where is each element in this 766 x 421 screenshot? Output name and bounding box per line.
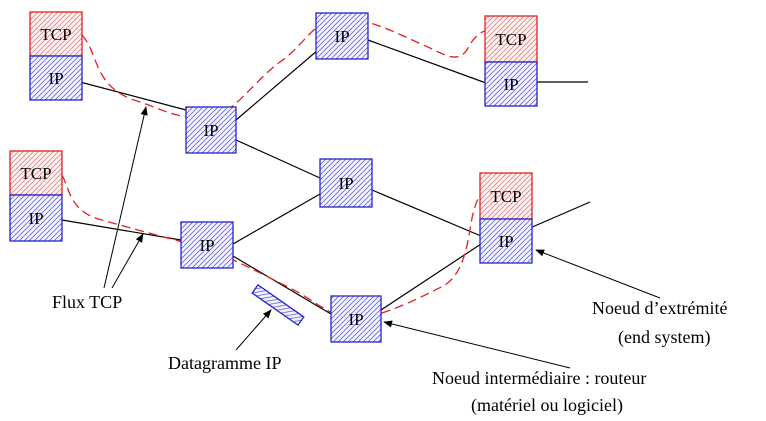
link-host2-r4: [61, 219, 182, 241]
annotation-arrows: [103, 106, 661, 369]
host3-ip-label: IP: [503, 75, 518, 94]
router-1-box: [185, 106, 237, 154]
link-r2-host3: [367, 39, 487, 84]
router-1-label: IP: [203, 121, 218, 140]
host2-tcp-label: TCP: [20, 164, 51, 183]
arrow-end-system: [535, 249, 661, 299]
link-r4-r5: [232, 255, 332, 315]
host1-tcp-label: TCP: [40, 25, 71, 44]
router-3-label: IP: [338, 174, 353, 193]
router-3-box: [319, 158, 373, 208]
label-datagramme-ip: Datagramme IP: [168, 353, 281, 373]
host3-ip-box: [484, 61, 538, 107]
label-router-line1: Noeud intermédiaire : routeur: [432, 368, 646, 388]
tcp-flows: [61, 17, 499, 319]
host4-tcp-box: [479, 172, 533, 220]
host4-ip-box: [479, 218, 533, 264]
ip-datagram: [251, 283, 305, 327]
host1-tcp-box: [29, 11, 83, 57]
router-2-box: [315, 12, 369, 60]
router-2-label: IP: [334, 27, 349, 46]
host4-tcp-label: TCP: [490, 187, 521, 206]
host1-ip-box: [29, 55, 83, 101]
host1-ip-label: IP: [48, 69, 63, 88]
router-4-label: IP: [199, 236, 214, 255]
arrow-router: [383, 320, 571, 369]
end-system-host-1: TCP IP: [29, 11, 83, 101]
link-r3-host4: [371, 189, 482, 237]
end-system-host-2: TCP IP: [9, 150, 63, 242]
arrow-flux-lower: [111, 233, 144, 289]
datagram-box: [251, 283, 305, 327]
label-flux-tcp: Flux TCP: [52, 292, 122, 312]
tcp-flow-upper: [81, 17, 499, 118]
label-end-system-line1: Noeud d’extrémité: [592, 298, 727, 318]
routers: IP IP IP IP IP: [180, 12, 382, 343]
router-4-box: [180, 221, 234, 269]
annotation-labels: Flux TCP Datagramme IP Noeud d’extrémité…: [52, 292, 727, 416]
host2-ip-label: IP: [28, 209, 43, 228]
tcp-flow-lower: [61, 174, 493, 319]
link-r5-host4: [380, 243, 482, 311]
arrow-datagramme: [235, 309, 272, 351]
link-r4-r3: [232, 193, 321, 245]
router-5-label: IP: [348, 310, 363, 329]
host2-ip-box: [9, 194, 63, 242]
host3-tcp-label: TCP: [495, 30, 526, 49]
router-5-box: [330, 295, 382, 343]
link-r1-r2: [235, 49, 319, 121]
end-system-host-4: TCP IP: [479, 172, 533, 264]
label-end-system-line2: (end system): [618, 327, 710, 348]
link-r1-r3: [235, 139, 321, 179]
link-host4-out: [529, 201, 591, 229]
label-router-line2: (matériel ou logiciel): [471, 395, 623, 416]
arrow-flux-upper: [103, 106, 148, 289]
host4-ip-label: IP: [498, 232, 513, 251]
end-system-host-3: TCP IP: [484, 15, 538, 107]
link-host1-r1: [79, 81, 187, 111]
host3-tcp-box: [484, 15, 538, 63]
